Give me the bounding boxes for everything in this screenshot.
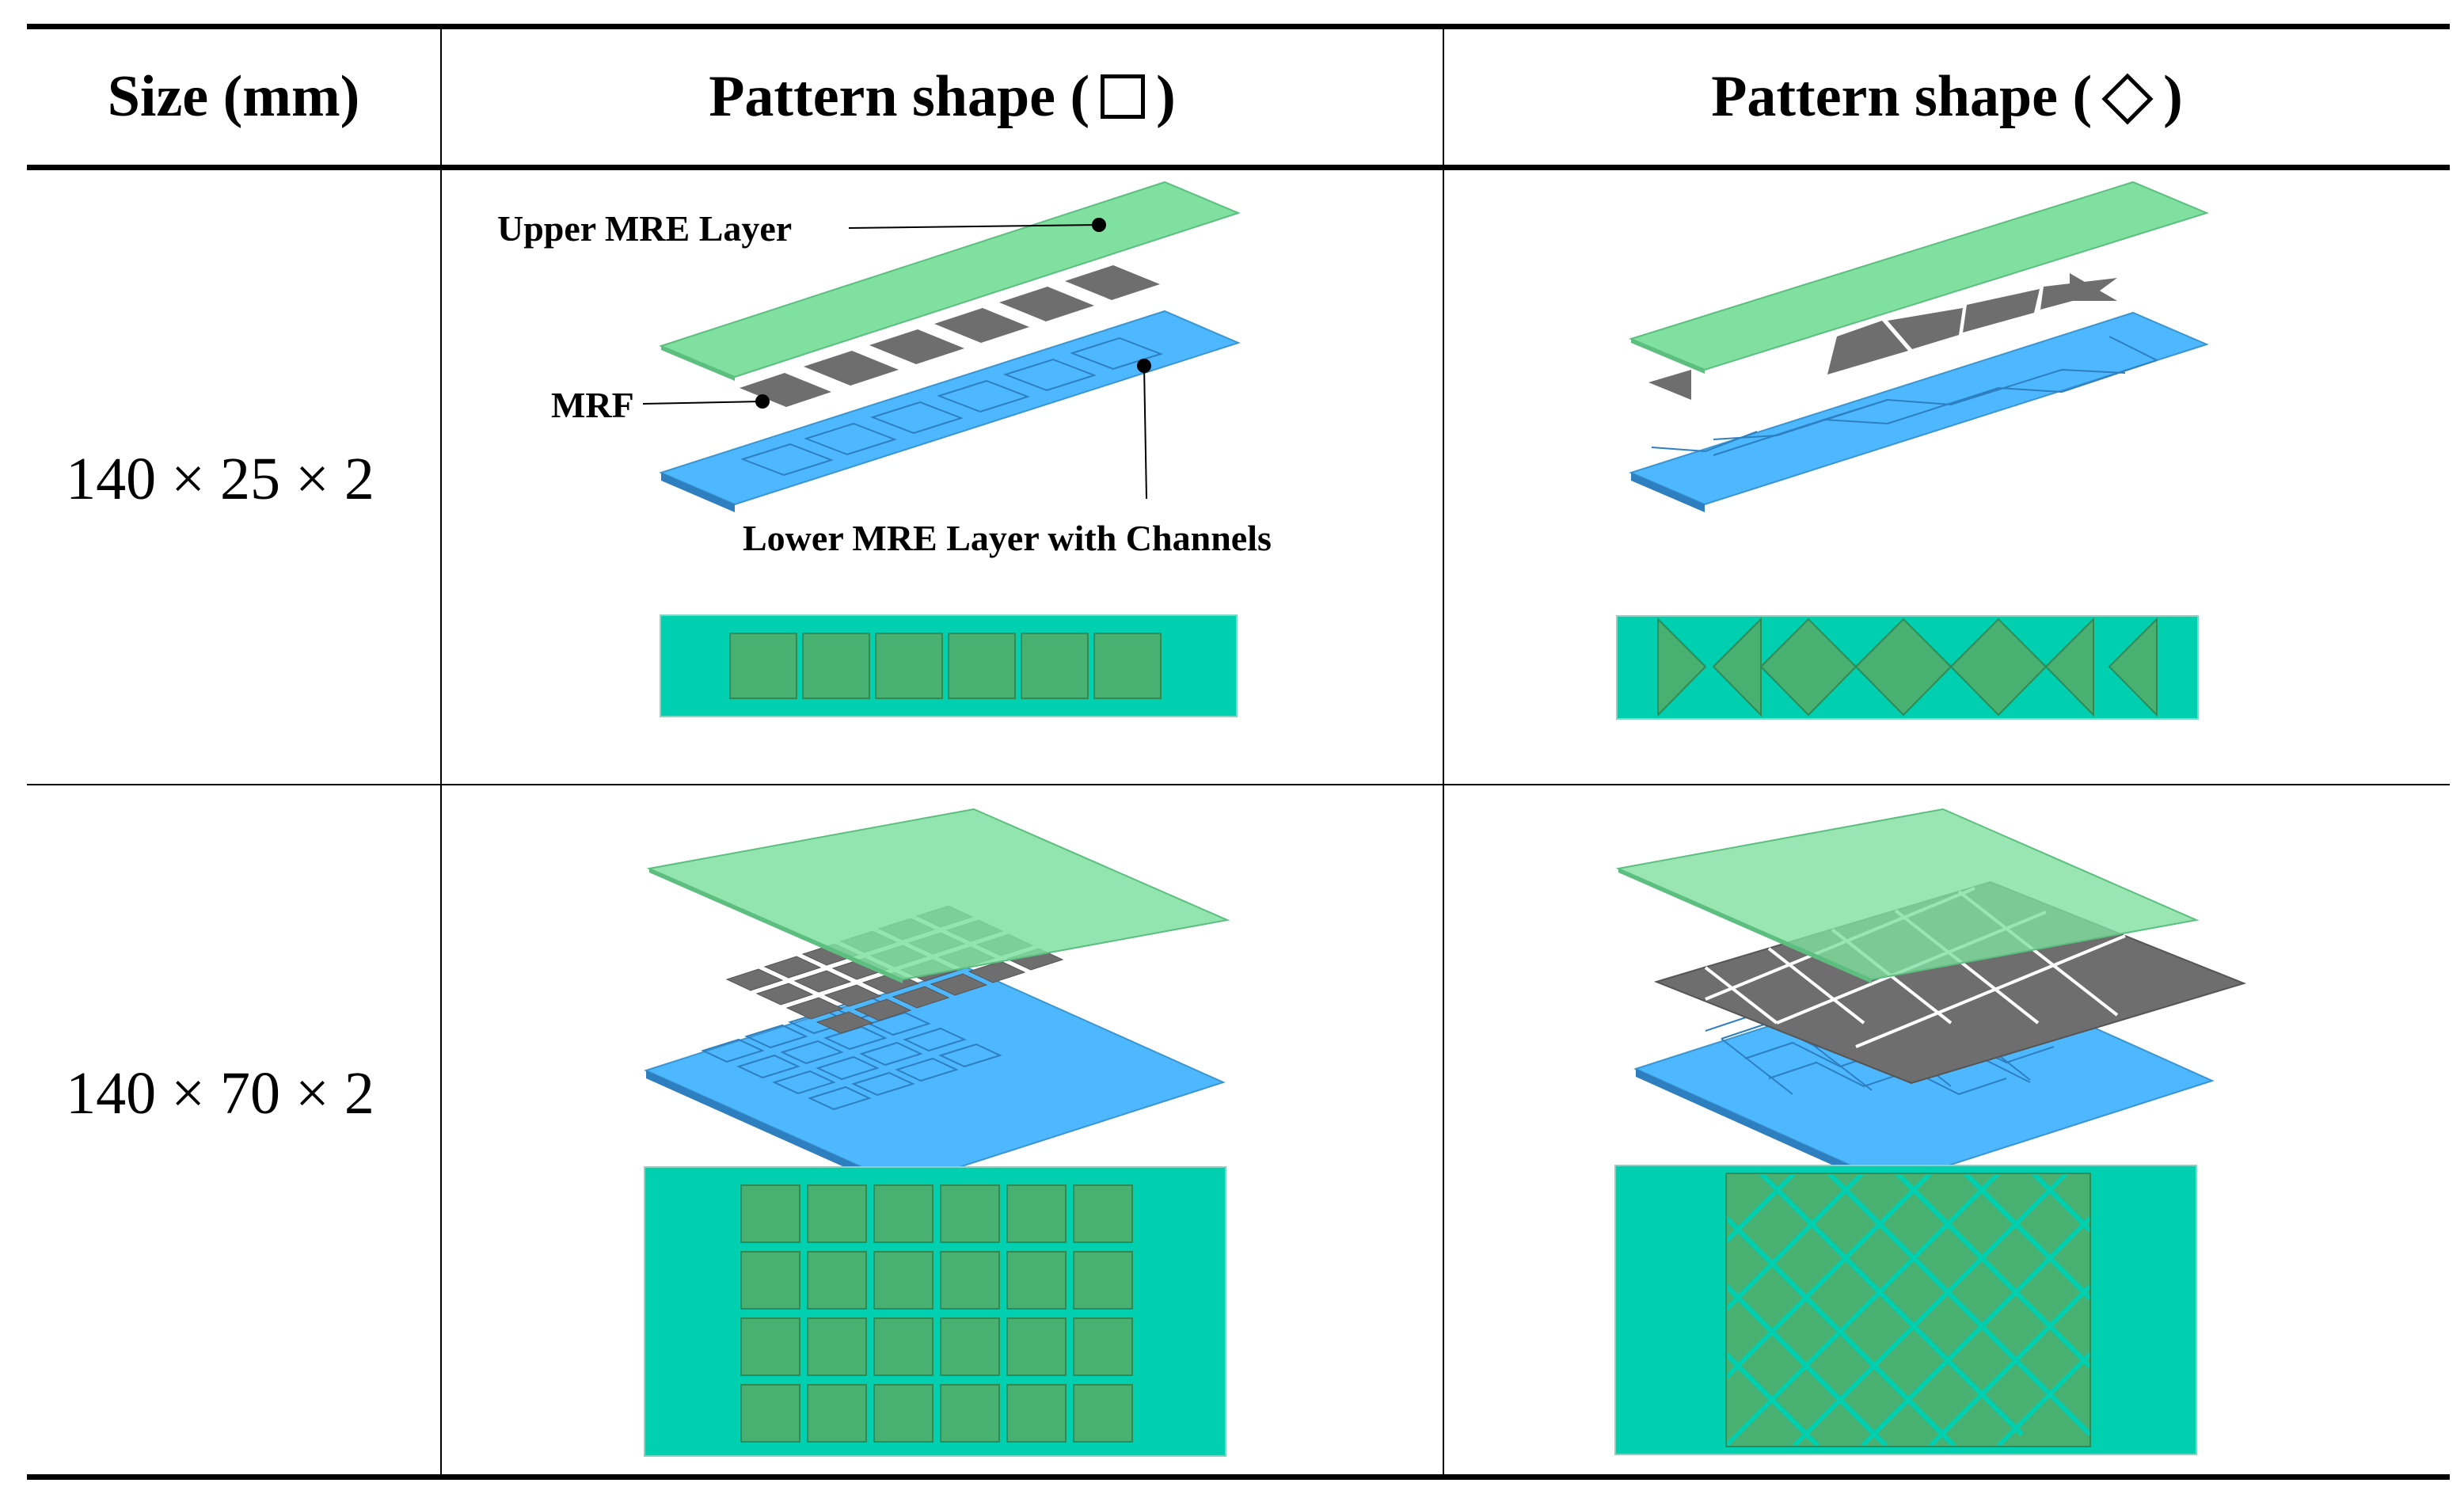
bottom-rule	[27, 1474, 2450, 1480]
lower-mre-layer	[644, 966, 1226, 1193]
lower-mre-layer	[1629, 311, 2209, 512]
header-square-pattern: Pattern shape ()	[709, 64, 1176, 129]
row-1-size: 140 × 25 × 2	[66, 446, 375, 512]
header-rule	[27, 165, 2450, 170]
upper-mre-layer	[659, 181, 1241, 381]
diamond-pattern-small-figure	[1616, 181, 2209, 720]
mrf-blocks	[740, 265, 1160, 407]
column-divider-2	[1443, 27, 1444, 1476]
upper-mre-layer	[1615, 808, 2200, 983]
svg-text:Upper MRE Layer: Upper MRE Layer	[497, 208, 792, 249]
header-diamond-pattern: Pattern shape ()	[1711, 64, 2183, 129]
top-view-square-small	[660, 614, 1238, 717]
row-2-size: 140 × 70 × 2	[66, 1060, 375, 1127]
square-symbol-icon	[1101, 74, 1146, 119]
upper-mre-layer	[646, 808, 1230, 983]
diamond-pattern-large-figure	[1614, 808, 2247, 1455]
top-rule	[27, 24, 2450, 29]
callout-mrf: MRF	[551, 385, 770, 425]
lower-mre-layer	[659, 310, 1241, 512]
top-view-square-large	[644, 1166, 1226, 1457]
column-divider-1	[440, 27, 442, 1476]
top-view-diamond-large	[1614, 1165, 2197, 1455]
callout-upper: Upper MRE Layer	[497, 208, 1106, 249]
svg-text:Lower MRE Layer with Channels: Lower MRE Layer with Channels	[743, 518, 1272, 558]
square-pattern-large-figure	[644, 808, 1230, 1457]
callout-lower: Lower MRE Layer with Channels	[743, 359, 1272, 558]
diamond-symbol-icon	[2101, 73, 2154, 125]
square-pattern-small-figure: Upper MRE Layer MRF Lower MRE Layer with…	[497, 181, 1272, 717]
svg-text:MRF: MRF	[551, 385, 634, 425]
mrf-diamonds	[1648, 273, 2117, 400]
upper-mre-layer	[1629, 181, 2209, 374]
top-view-diamond-small	[1616, 615, 2199, 720]
row-divider	[27, 784, 2450, 785]
header-size: Size (mm)	[107, 64, 360, 129]
